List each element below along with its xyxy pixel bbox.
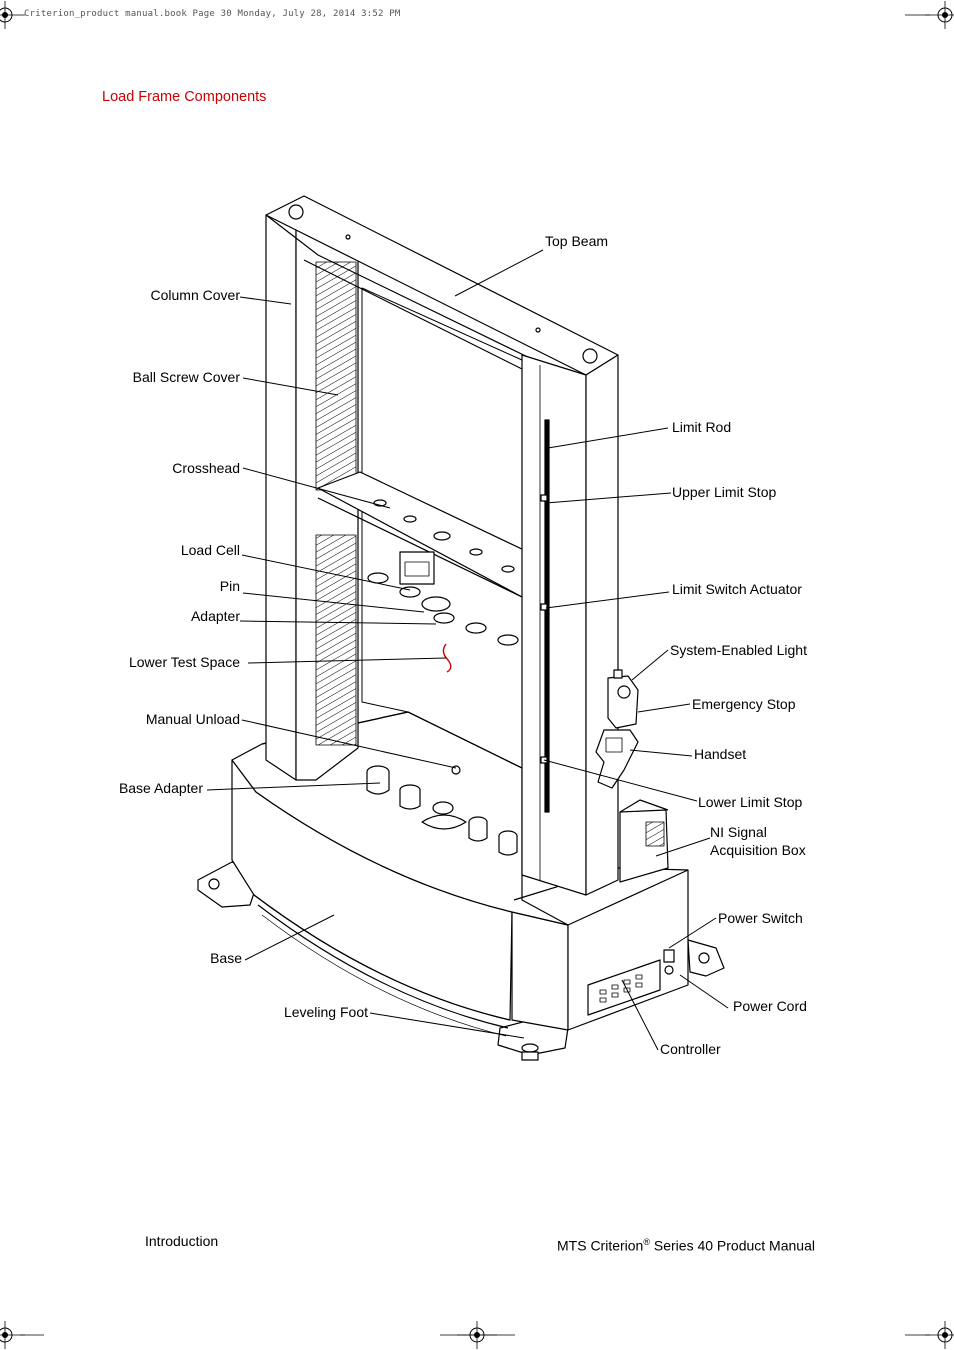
print-slug: Criterion_product manual.book Page 30 Mo… <box>24 9 401 19</box>
limit-rod-graphic <box>544 419 550 813</box>
base-adapters <box>366 765 518 856</box>
label-system-enabled-light: System-Enabled Light <box>670 642 807 658</box>
label-pin: Pin <box>220 578 240 594</box>
registration-mark-top-left <box>0 0 26 30</box>
footer-manual-suffix: Series 40 Product Manual <box>650 1237 815 1254</box>
label-column-cover: Column Cover <box>151 287 241 303</box>
label-limit-rod: Limit Rod <box>672 419 731 435</box>
emergency-stop-graphic <box>617 685 631 699</box>
label-emergency-stop: Emergency Stop <box>692 696 796 712</box>
leader-lines <box>206 249 729 1051</box>
footer-section-name: Introduction <box>145 1233 219 1249</box>
power-switch-graphic <box>663 949 675 963</box>
right-column-graphic <box>521 354 619 896</box>
lower-test-space-marker <box>442 643 452 673</box>
label-power-switch: Power Switch <box>718 910 803 926</box>
ball-screw-cover-lower <box>315 534 357 746</box>
footer-manual-title: MTS Criterion® Series 40 Product Manual <box>557 1237 815 1254</box>
load-cell-graphic <box>367 551 519 646</box>
label-load-cell: Load Cell <box>181 542 240 558</box>
limit-switch-actuator-graphic <box>540 603 548 611</box>
label-adapter: Adapter <box>191 608 240 624</box>
label-base: Base <box>210 950 242 966</box>
load-frame-drawing <box>197 195 725 1061</box>
section-title: Load Frame Components <box>102 89 267 105</box>
label-base-adapter: Base Adapter <box>119 780 203 796</box>
label-leveling-foot: Leveling Foot <box>284 1004 368 1020</box>
label-lower-test-space: Lower Test Space <box>129 654 240 670</box>
footer-manual-prefix: MTS Criterion <box>557 1237 644 1254</box>
ball-screw-cover-upper <box>315 261 357 491</box>
label-manual-unload: Manual Unload <box>146 711 240 727</box>
label-acquisition-box: Acquisition Box <box>710 842 806 858</box>
footer-registered-mark: ® <box>643 1237 650 1247</box>
system-enabled-light-graphic <box>613 669 623 679</box>
base-graphic <box>231 711 689 1037</box>
label-lower-limit-stop: Lower Limit Stop <box>698 794 802 810</box>
label-ni-signal: NI Signal <box>710 824 767 840</box>
crosshead-graphic <box>317 471 529 599</box>
upper-limit-stop-graphic <box>540 494 548 502</box>
label-power-cord: Power Cord <box>733 998 807 1014</box>
label-upper-limit-stop: Upper Limit Stop <box>672 484 776 500</box>
label-ball-screw-cover: Ball Screw Cover <box>133 369 241 385</box>
label-handset: Handset <box>694 746 746 762</box>
label-crosshead: Crosshead <box>172 460 240 476</box>
handset-graphic <box>595 669 639 789</box>
callout-labels: Top Beam Column Cover Ball Screw Cover L… <box>119 233 807 1057</box>
label-controller: Controller <box>660 1041 721 1057</box>
power-cord-socket <box>664 965 674 975</box>
label-limit-switch-actuator: Limit Switch Actuator <box>672 581 802 597</box>
label-top-beam: Top Beam <box>545 233 608 249</box>
